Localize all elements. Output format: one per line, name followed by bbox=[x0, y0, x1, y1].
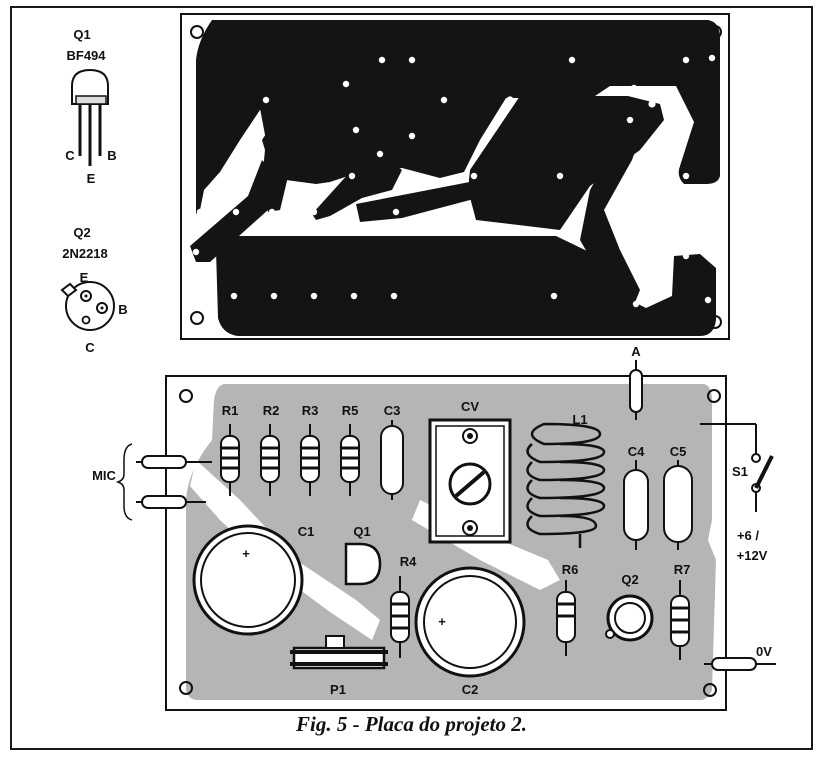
resistor-r2 bbox=[260, 424, 280, 496]
mount-hole bbox=[190, 25, 204, 39]
label-c1: C1 bbox=[298, 524, 315, 539]
pcb-pad-holes bbox=[192, 54, 716, 308]
inductor-l1 bbox=[526, 422, 606, 548]
c1-plus: + bbox=[242, 546, 250, 561]
q2-transistor-icon bbox=[60, 281, 115, 331]
resistor-r6 bbox=[556, 580, 576, 656]
q2-pinout: Q2 2N2218 E B C bbox=[60, 225, 128, 355]
c2-plus: + bbox=[438, 614, 446, 629]
q1-pinout: Q1 BF494 C B E bbox=[65, 27, 116, 186]
transistor-q2-board bbox=[605, 594, 654, 642]
mount-hole bbox=[707, 389, 721, 403]
resistor-r1 bbox=[220, 424, 240, 496]
pcb-component-side: + + bbox=[92, 344, 776, 711]
resistor-r5 bbox=[340, 424, 360, 496]
label-zero-volt: 0V bbox=[756, 644, 772, 659]
copper-inner-trace-2 bbox=[356, 150, 604, 222]
label-q2: Q2 bbox=[621, 572, 638, 587]
zero-volt-lead bbox=[704, 657, 776, 671]
mount-hole bbox=[190, 311, 204, 325]
transistor-q1-board bbox=[344, 542, 382, 586]
q2-part-label: 2N2218 bbox=[62, 246, 108, 261]
q2-pin-c: C bbox=[85, 340, 95, 355]
label-cv: CV bbox=[461, 399, 479, 414]
copper-lower-region bbox=[216, 236, 716, 336]
mount-hole bbox=[703, 683, 717, 697]
label-c5: C5 bbox=[670, 444, 687, 459]
label-r2: R2 bbox=[263, 403, 280, 418]
label-c4: C4 bbox=[628, 444, 645, 459]
pcb-copper-side bbox=[180, 13, 730, 340]
q2-pin-b: B bbox=[118, 302, 127, 317]
q1-pin-c: C bbox=[65, 148, 75, 163]
copper-inner-trace bbox=[312, 158, 402, 220]
label-r5: R5 bbox=[342, 403, 359, 418]
q1-ref-label: Q1 bbox=[73, 27, 90, 42]
mount-hole bbox=[179, 681, 193, 695]
resistor-r3 bbox=[300, 424, 320, 496]
mic-leads bbox=[115, 443, 212, 521]
capacitor-c5 bbox=[663, 460, 693, 550]
capacitor-c4 bbox=[623, 460, 649, 550]
label-r1: R1 bbox=[222, 403, 239, 418]
label-r7: R7 bbox=[674, 562, 691, 577]
capacitor-c1: + bbox=[192, 524, 304, 636]
label-r4: R4 bbox=[400, 554, 417, 569]
label-r3: R3 bbox=[302, 403, 319, 418]
label-supply-line1: +6 / bbox=[737, 528, 759, 543]
q1-pin-b: B bbox=[107, 148, 116, 163]
label-supply-line2: +12V bbox=[737, 548, 768, 563]
resistor-r4 bbox=[390, 576, 410, 658]
trimmer-capacitor-cv bbox=[428, 418, 512, 544]
q1-part-label: BF494 bbox=[66, 48, 106, 63]
label-r6: R6 bbox=[562, 562, 579, 577]
mount-hole bbox=[179, 389, 193, 403]
q1-transistor-icon bbox=[71, 68, 109, 166]
resistor-r7 bbox=[670, 580, 690, 660]
capacitor-c3 bbox=[380, 420, 404, 500]
figure-frame bbox=[10, 6, 813, 750]
label-c2: C2 bbox=[462, 682, 479, 697]
q1-pin-e: E bbox=[87, 171, 96, 186]
q2-pin-e: E bbox=[80, 270, 89, 285]
label-p1: P1 bbox=[330, 682, 346, 697]
capacitor-c2: + bbox=[414, 566, 526, 678]
label-s1: S1 bbox=[732, 464, 748, 479]
copper-mid-trace-1 bbox=[258, 52, 456, 212]
q2-ref-label: Q2 bbox=[73, 225, 90, 240]
label-mic: MIC bbox=[92, 468, 116, 483]
figure-caption: Fig. 5 - Placa do projeto 2. bbox=[296, 712, 527, 736]
wire-a bbox=[629, 360, 643, 420]
label-l1: L1 bbox=[572, 412, 587, 427]
label-q1: Q1 bbox=[353, 524, 370, 539]
label-a: A bbox=[631, 344, 641, 359]
trimpot-p1 bbox=[290, 635, 388, 670]
label-c3: C3 bbox=[384, 403, 401, 418]
switch-s1 bbox=[700, 423, 774, 512]
